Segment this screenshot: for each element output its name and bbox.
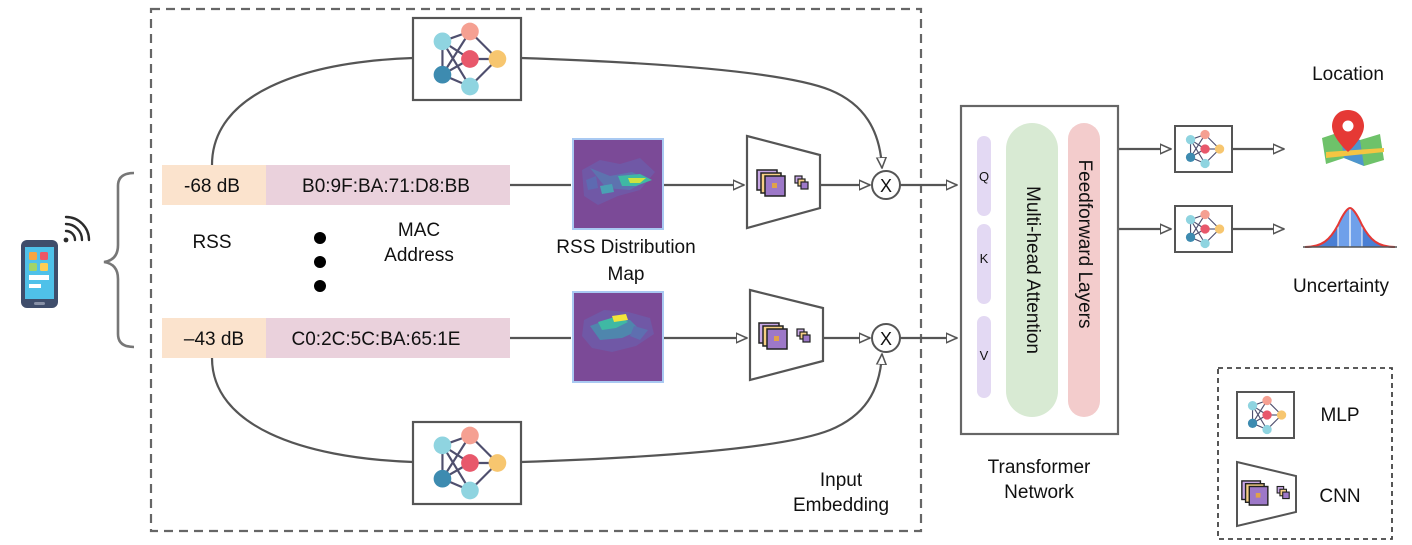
embedding-label-line2: Embedding: [793, 495, 889, 516]
ellipsis-dots: [314, 232, 326, 292]
legend-mlp-icon: [1236, 391, 1295, 439]
legend-cnn-label: CNN: [1319, 486, 1360, 507]
attention-label: Multi-head Attention: [1022, 186, 1043, 354]
map-pin-icon: [1322, 110, 1384, 166]
feedforward-label: Feedforward Layers: [1074, 160, 1095, 329]
output-mlp-location: [1174, 125, 1233, 173]
legend-box: [1217, 367, 1393, 540]
legend-cnn-icon: [1236, 460, 1297, 528]
mac-value-1: B0:9F:BA:71:D8:BB: [302, 176, 470, 197]
rss-label: RSS: [192, 232, 231, 253]
connector-lines: [210, 56, 1284, 464]
rss-box-2: [162, 318, 266, 358]
multiply-node-2: X: [871, 323, 901, 353]
query-label: Q: [979, 169, 989, 184]
mlp-block-bottom: [411, 420, 523, 506]
cnn-block-2: [748, 288, 825, 382]
smartphone-icon: [21, 240, 58, 308]
rss-distribution-map-1: [572, 138, 664, 230]
transformer-label-line2: Network: [1004, 482, 1074, 503]
bell-curve-icon: [1303, 206, 1397, 248]
attention-block: [1006, 123, 1058, 417]
rss-value-2: –43 dB: [184, 329, 244, 350]
input-brace: [103, 171, 135, 349]
mac-box-1: [266, 165, 510, 205]
output-mlp-uncertainty: [1174, 205, 1233, 253]
mac-box-2: [266, 318, 510, 358]
location-label: Location: [1312, 64, 1384, 85]
uncertainty-label: Uncertainty: [1293, 276, 1390, 297]
map-label-line2: Map: [608, 264, 645, 285]
cnn-block-1: [745, 134, 822, 230]
rss-box-1: [162, 165, 266, 205]
wifi-signal-icon: [63, 215, 91, 243]
value-bar: [977, 316, 991, 398]
mac-value-2: C0:2C:5C:BA:65:1E: [292, 329, 461, 350]
mac-label-line1: MAC: [398, 220, 440, 241]
multiply-node-1: X: [871, 170, 901, 200]
svg-text:X: X: [880, 176, 892, 196]
rss-distribution-map-2: [572, 291, 664, 383]
svg-text:X: X: [880, 329, 892, 349]
feedforward-block: [1068, 123, 1100, 417]
map-label-line1: RSS Distribution: [556, 237, 695, 258]
transformer-label-line1: Transformer: [988, 457, 1091, 478]
mlp-block-top: [411, 16, 523, 102]
embedding-label-line1: Input: [820, 470, 863, 491]
rss-value-1: -68 dB: [184, 176, 240, 197]
input-embedding-region: [149, 7, 923, 533]
mac-label-line2: Address: [384, 245, 454, 266]
legend-mlp-label: MLP: [1320, 405, 1359, 426]
query-bar: [977, 136, 991, 216]
key-label: K: [980, 251, 989, 266]
key-bar: [977, 224, 991, 304]
value-label: V: [980, 348, 989, 363]
